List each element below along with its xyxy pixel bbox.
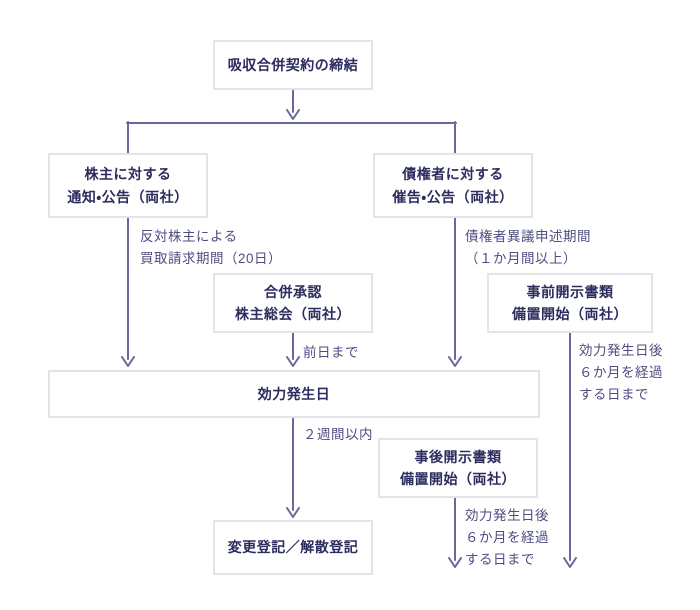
arrow-post-disclosure-period-head xyxy=(448,557,462,568)
annotation-appraisal-right-period: 反対株主による 買取請求期間（20日） xyxy=(140,229,283,266)
arrow-effective-to-registration-head xyxy=(286,507,300,518)
box-registration: 変更登記／解散登記 xyxy=(213,520,373,575)
box-post-disclosure-documents: 事後開示書類 備置開始（両社） xyxy=(378,438,538,498)
box-pre-disclosure-documents: 事前開示書類 備置開始（両社） xyxy=(487,273,653,333)
annotation-pre-disclosure-period: 効力発生日後 ６か月を経過 する日まで xyxy=(579,343,663,402)
box-effective-date: 効力発生日 xyxy=(48,370,540,418)
arrow-contract-to-branch-head xyxy=(286,109,300,120)
arrow-approval-to-effective-head xyxy=(286,356,300,367)
arrow-shareholder-to-effective-head xyxy=(121,356,135,367)
box-creditor-notice: 債権者に対する 催告・公告（両社） xyxy=(373,153,533,218)
annotation-post-disclosure-period: 効力発生日後 ６か月を経過 する日まで xyxy=(465,508,549,567)
arrow-creditor-to-effective-head xyxy=(448,356,462,367)
annotation-day-before: 前日まで xyxy=(303,345,359,360)
box-shareholder-notice: 株主に対する 通知・公告（両社） xyxy=(48,153,208,218)
box-merger-contract: 吸収合併契約の締結 xyxy=(213,40,373,90)
annotation-two-weeks: ２週間以内 xyxy=(303,427,373,442)
arrow-pre-disclosure-period-head xyxy=(563,557,577,568)
box-merger-approval-meeting: 合併承認 株主総会（両社） xyxy=(213,273,373,333)
annotation-creditor-objection-period: 債権者異議申述期間 （１か月間以上） xyxy=(465,229,591,266)
